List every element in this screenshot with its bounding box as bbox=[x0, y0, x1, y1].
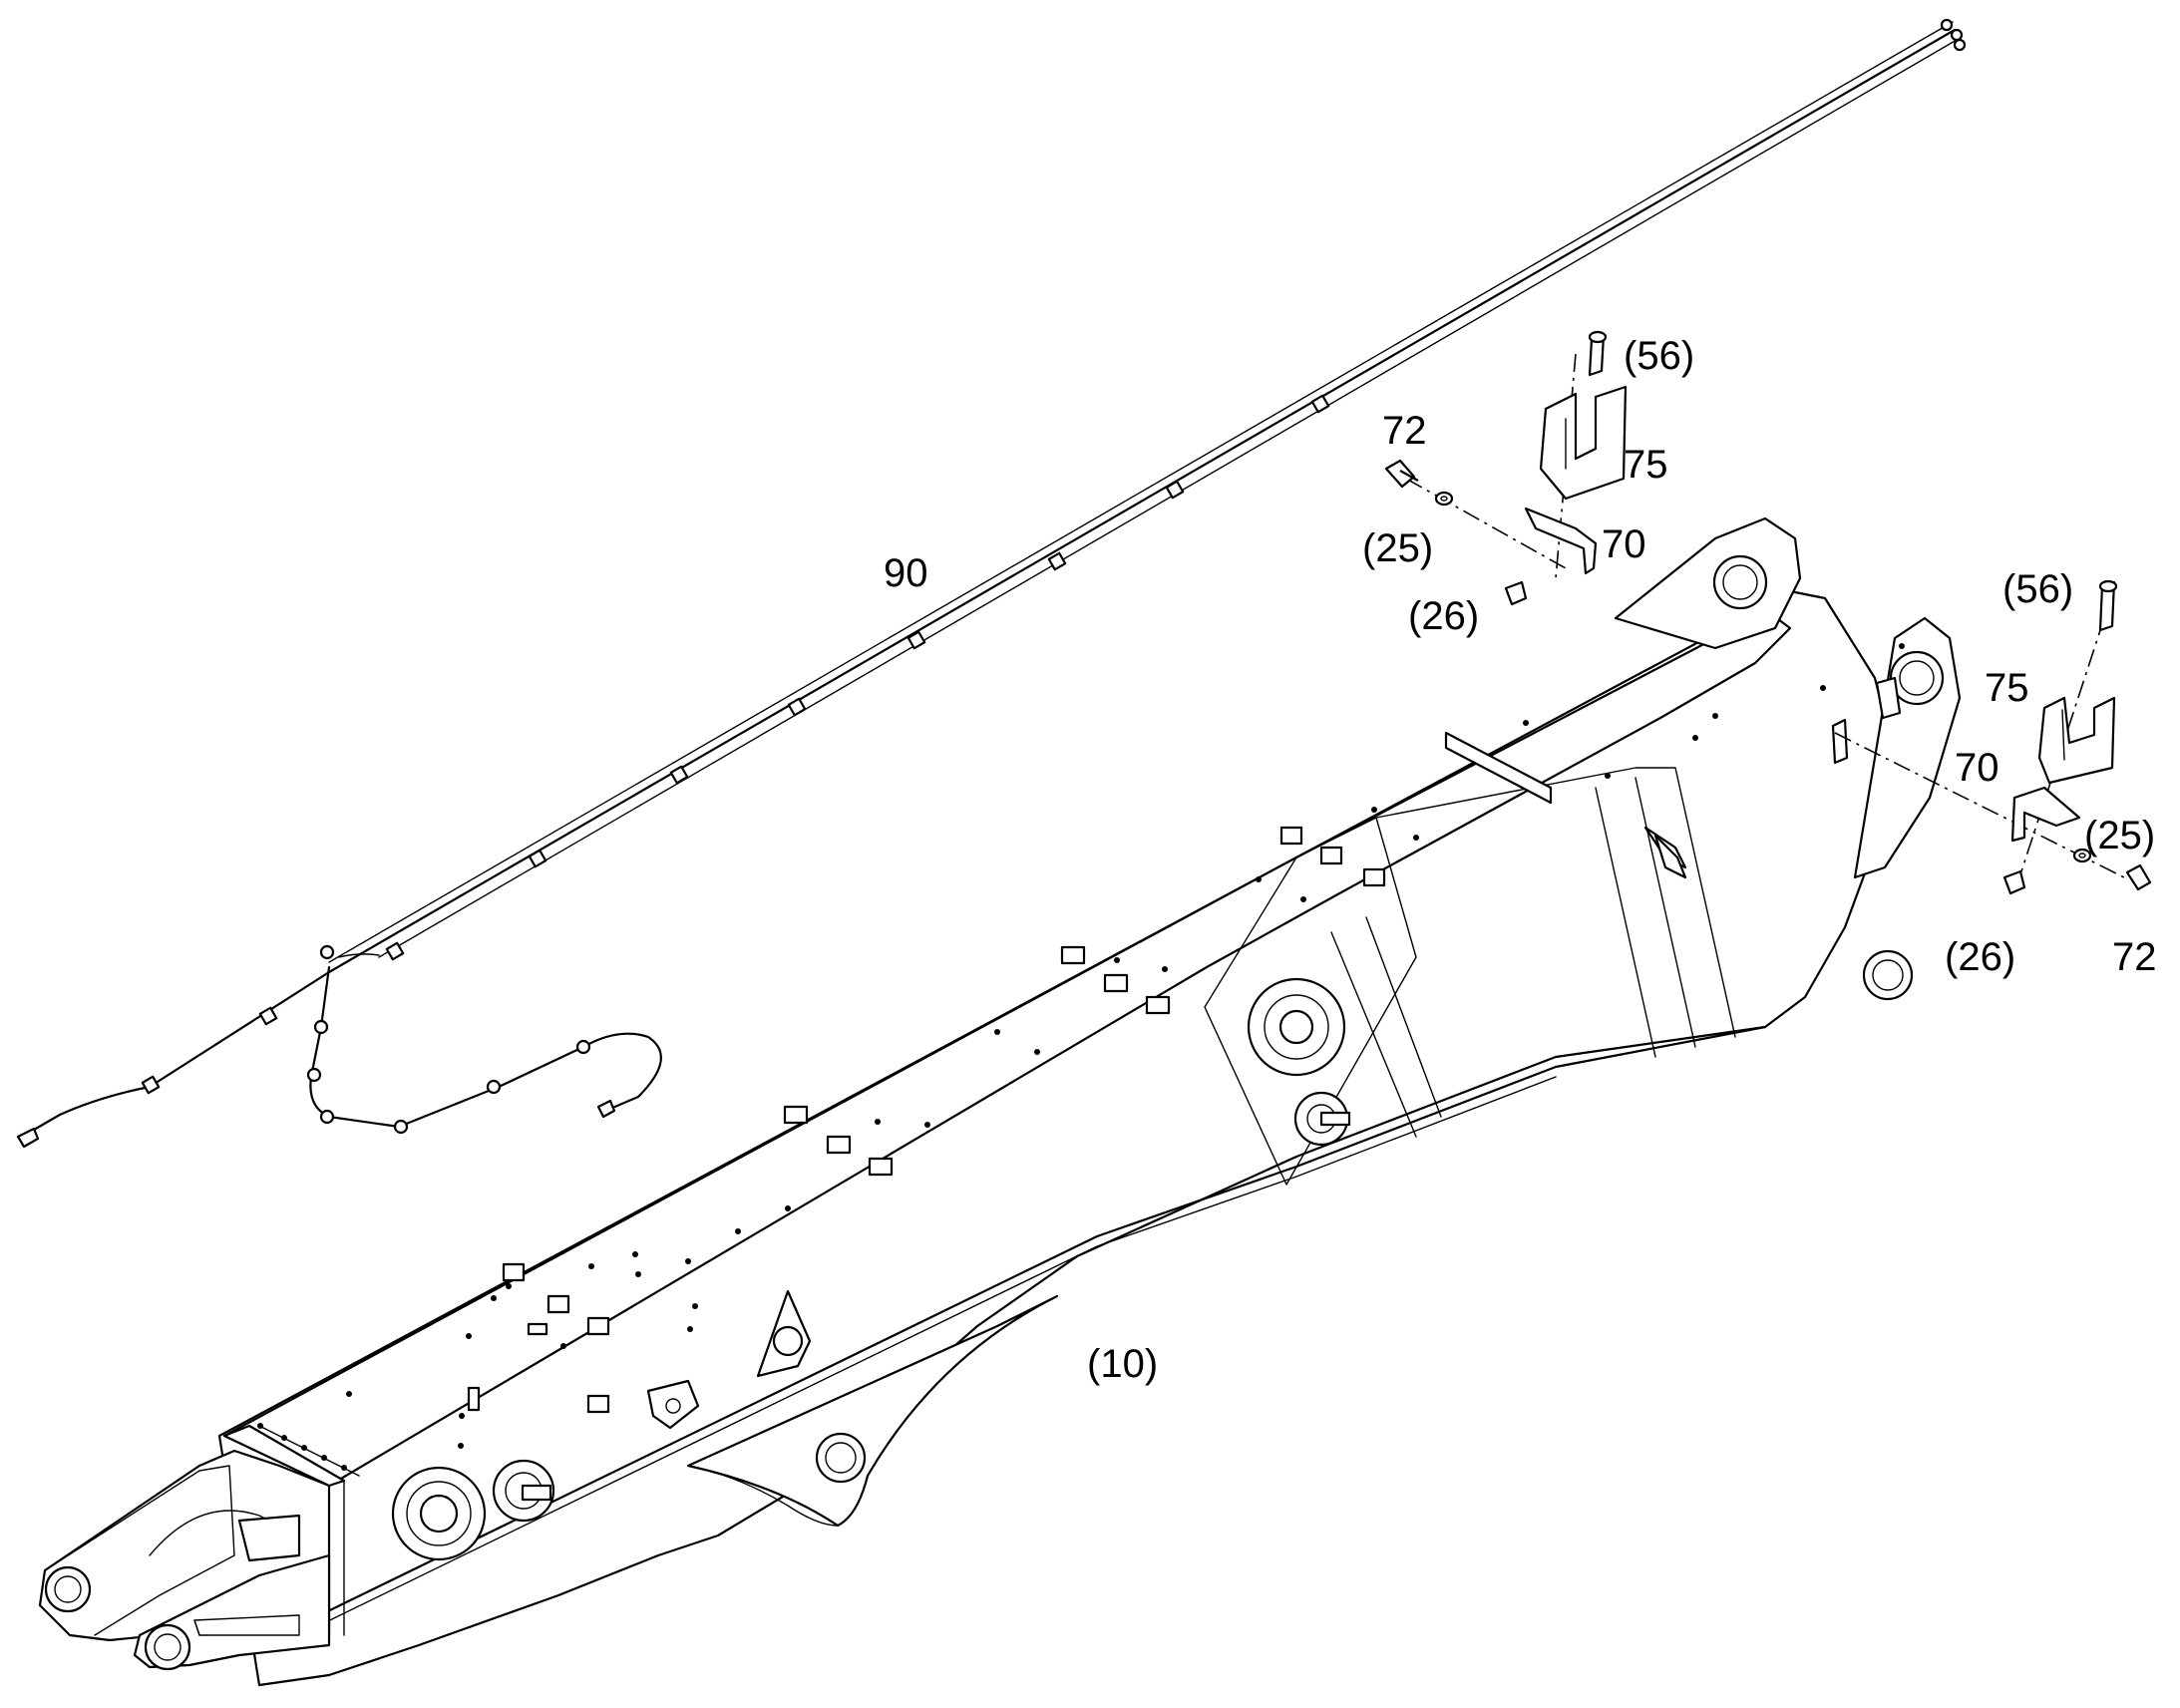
mounting-hardware-left bbox=[1384, 330, 1628, 606]
callout-bracket-left: 70 bbox=[1602, 522, 1646, 566]
callout-clamp-cover-left: 75 bbox=[1624, 443, 1668, 487]
boom-body bbox=[217, 516, 1962, 1687]
callout-hose-assembly: 90 bbox=[884, 551, 928, 595]
callout-screw-right: 72 bbox=[2112, 935, 2157, 979]
hose-assembly bbox=[16, 18, 1967, 1149]
mounting-hardware-right bbox=[1834, 579, 2152, 895]
callout-bolt-left: (56) bbox=[1624, 334, 1695, 378]
callout-boom: (10) bbox=[1087, 1342, 1159, 1386]
callout-nut-left: (26) bbox=[1408, 594, 1480, 638]
boom-head bbox=[38, 1423, 360, 1671]
hose-clamp-blocks bbox=[346, 643, 1905, 1449]
callout-washer-right: (25) bbox=[2084, 814, 2156, 857]
callout-screw-left: 72 bbox=[1382, 409, 1427, 453]
callout-bolt-right: (56) bbox=[2002, 567, 2074, 611]
callout-nut-right: (26) bbox=[1945, 935, 2016, 979]
callout-bracket-right: 70 bbox=[1955, 746, 1999, 790]
callout-washer-left: (25) bbox=[1362, 526, 1434, 570]
callout-clamp-cover-right: 75 bbox=[1985, 666, 2029, 710]
